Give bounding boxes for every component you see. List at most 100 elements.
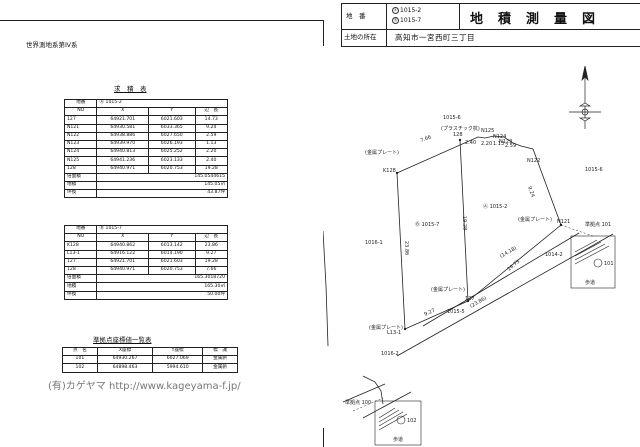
point-label: N123 [499,139,512,145]
column-header: X座標 [96,346,154,357]
point-label: (金属プレート) [431,286,465,293]
dimension-label: 9.27 [423,308,436,318]
lot-label: 1015-5 [447,309,465,315]
dimension-label: 2.40 [465,140,476,146]
table-cell: 6020.753 [148,164,196,174]
page-left-top-line [0,20,323,21]
circle-a-mark: Ⓐ [392,7,399,14]
total-value: 43.87坪 [96,189,228,199]
chiban-cell-value: Ⓑ 1015-7 [96,224,228,235]
total-value: 145.05㎡ [96,180,228,191]
table-cell: 6027.650 [148,131,196,141]
table-cell: N125 [63,156,98,166]
table-cell: L13-1 [63,249,98,259]
point-label: (金属プレート) [369,324,403,331]
table-cell: 101 [62,355,98,365]
dimension-label: 19.28 [461,216,467,231]
bench-102-label: 102 [407,418,417,424]
point-n121 [559,223,563,227]
table-cell: 64921.701 [96,257,150,267]
point-label: 127 [465,296,475,302]
total-label: 坪換 [63,189,98,199]
total-label: 倍面積 [63,274,98,284]
dimension-label: 2.59 [505,143,516,149]
page-divider-line [323,20,324,46]
left-edge-line [323,230,329,347]
header-col1-line [386,3,387,46]
benchmark-table-title: 準拠点座標値一覧表 [93,336,152,344]
table-cell: 5994.610 [152,363,204,373]
column-header: 辺 長 [194,107,229,117]
table-cell: 7.66 [194,265,229,276]
road-line-3 [342,383,386,403]
point-label: (金属プレート) [518,216,552,223]
header-left-line [341,3,342,46]
boundary-128-127 [459,139,469,302]
header-col2-line [459,3,460,29]
road-line-4 [362,391,412,419]
dimension-label: 7.66 [420,134,433,143]
table-cell: 6023.133 [148,156,196,166]
table-cell: 2.59 [194,131,229,141]
north-arrow-icon [569,65,601,129]
table-cell: 64921.701 [96,115,150,125]
column-header: Y [148,107,196,117]
calc-table-title: 求 積 表 [114,85,147,93]
table-cell: 6025.252 [148,148,196,158]
table-cell: 2.20 [194,148,229,158]
coord-system-label: 世界測地系第Ⅳ系 [26,41,78,49]
point-label: (金属プレート) [365,149,399,156]
table-cell: 6014.190 [148,249,196,259]
road-curve [362,375,384,405]
table-cell: 127 [63,257,98,267]
road-line-2 [396,233,614,357]
lot-label: 1016-2 [381,351,399,357]
table-cell: 6026.193 [148,139,196,150]
lot-label: 1015-6 [443,115,461,121]
table-cell: 64940.971 [96,265,150,276]
table-cell: 金属鋲 [202,363,238,373]
point-l13-1 [403,327,407,331]
header-bottom-line [341,46,640,47]
dimension-label: 23.86 [403,241,409,256]
table-cell: 6013.142 [148,241,196,251]
lot-label: 1014-2 [545,252,563,258]
table-cell: N124 [63,148,98,158]
chiban-label: 地 番 [346,12,366,20]
column-header: NO [63,233,98,243]
column-header: NO [63,107,98,117]
column-header: Y座標 [152,346,204,357]
point-128 [458,138,462,142]
total-value: 165.3018720 [96,274,228,284]
header-top-line [341,3,640,4]
circle-b-mark: Ⓑ [392,17,399,24]
total-value: 145.0544615 [96,172,228,182]
point-label: N124 [493,134,506,140]
table-cell: 6021.603 [148,115,196,125]
table-cell: 64939.970 [96,139,150,150]
page-divider-line-bottom [323,428,324,447]
table-cell: 64940.813 [96,148,150,158]
chiban-a-value: 1015-2 [400,7,422,14]
table-cell: 金属鋲 [202,355,238,365]
column-header: 辺 長 [194,233,229,243]
table-cell: 9.27 [194,249,229,259]
